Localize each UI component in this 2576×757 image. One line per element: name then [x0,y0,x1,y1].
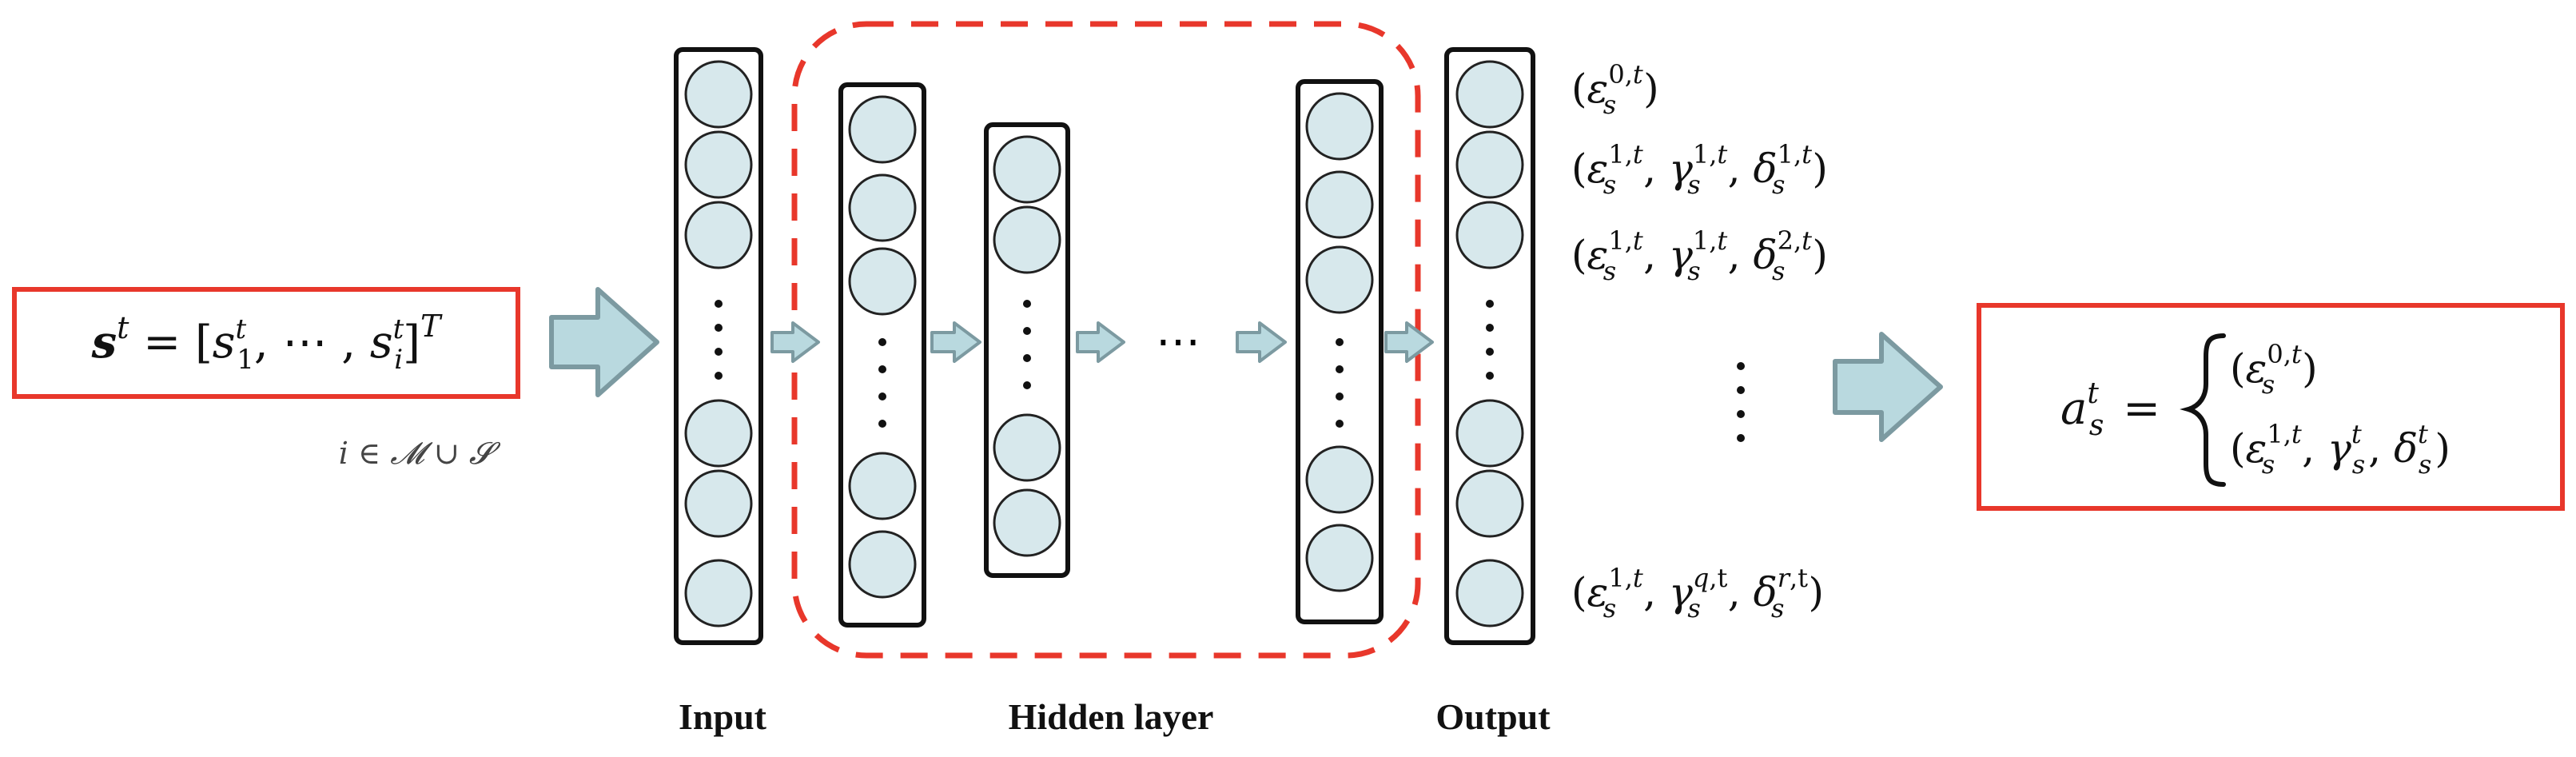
hidden-layer-1 [838,82,926,628]
output-layer-label: Output [1435,696,1551,737]
hidden-layer-n [1296,79,1384,624]
hidden-layers-ellipsis: ⋯ [1156,316,1200,368]
cases-brace [2180,333,2226,487]
hidden-layer-label: Hidden layer [1009,696,1214,737]
layer-arrows [770,321,1434,363]
output-arrow [1833,332,1943,442]
output-layer [1444,47,1535,645]
index-condition: i ∈ 𝓜 ∪ 𝓢 [339,436,501,471]
hidden-layer-2 [984,122,1070,578]
output-vertical-ellipsis [1737,362,1745,442]
input-layer [674,47,763,645]
input-arrow [549,287,659,397]
input-layer-label: Input [679,696,767,737]
